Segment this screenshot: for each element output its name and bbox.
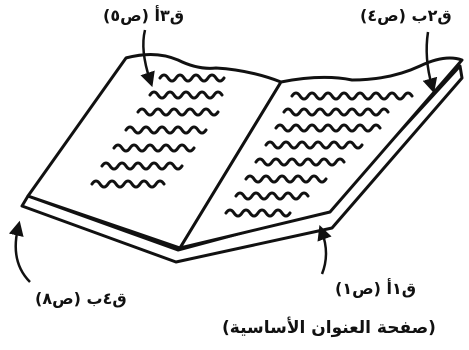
label-leaf2-verso-page4: ق٢ب (ص٤) (360, 6, 452, 25)
pointer-arrow-bottom-left (8, 220, 31, 283)
spine-line (179, 81, 282, 249)
text-line (148, 90, 224, 100)
pointer-arrow-top-left (140, 29, 155, 88)
pointer-arrow-bottom-right (317, 224, 332, 275)
left-page (26, 53, 283, 250)
text-line (254, 157, 346, 167)
pointer-arrow-top-right (422, 31, 438, 94)
text-line (112, 143, 196, 153)
text-line (136, 107, 220, 117)
text-line (290, 91, 414, 101)
text-line (234, 191, 310, 201)
label-leaf1-recto-page1: ق١أ (ص١) (335, 279, 417, 298)
text-line (282, 107, 390, 117)
label-leaf4-verso-page8: ق٤ب (ص٨) (35, 289, 127, 308)
label-leaf3-recto-page5: ق٣أ (ص٥) (103, 6, 185, 25)
right-page (178, 56, 464, 250)
text-line (124, 125, 208, 135)
left-page-text-lines (90, 73, 226, 189)
text-line (264, 140, 364, 150)
text-line (244, 174, 328, 184)
text-line (158, 73, 226, 83)
text-line (90, 179, 166, 189)
caption-title-page: (صفحة العنوان الأساسية) (222, 318, 436, 338)
text-line (274, 123, 382, 133)
text-line (224, 208, 292, 218)
text-line (100, 161, 184, 171)
right-page-text-lines (224, 91, 414, 218)
